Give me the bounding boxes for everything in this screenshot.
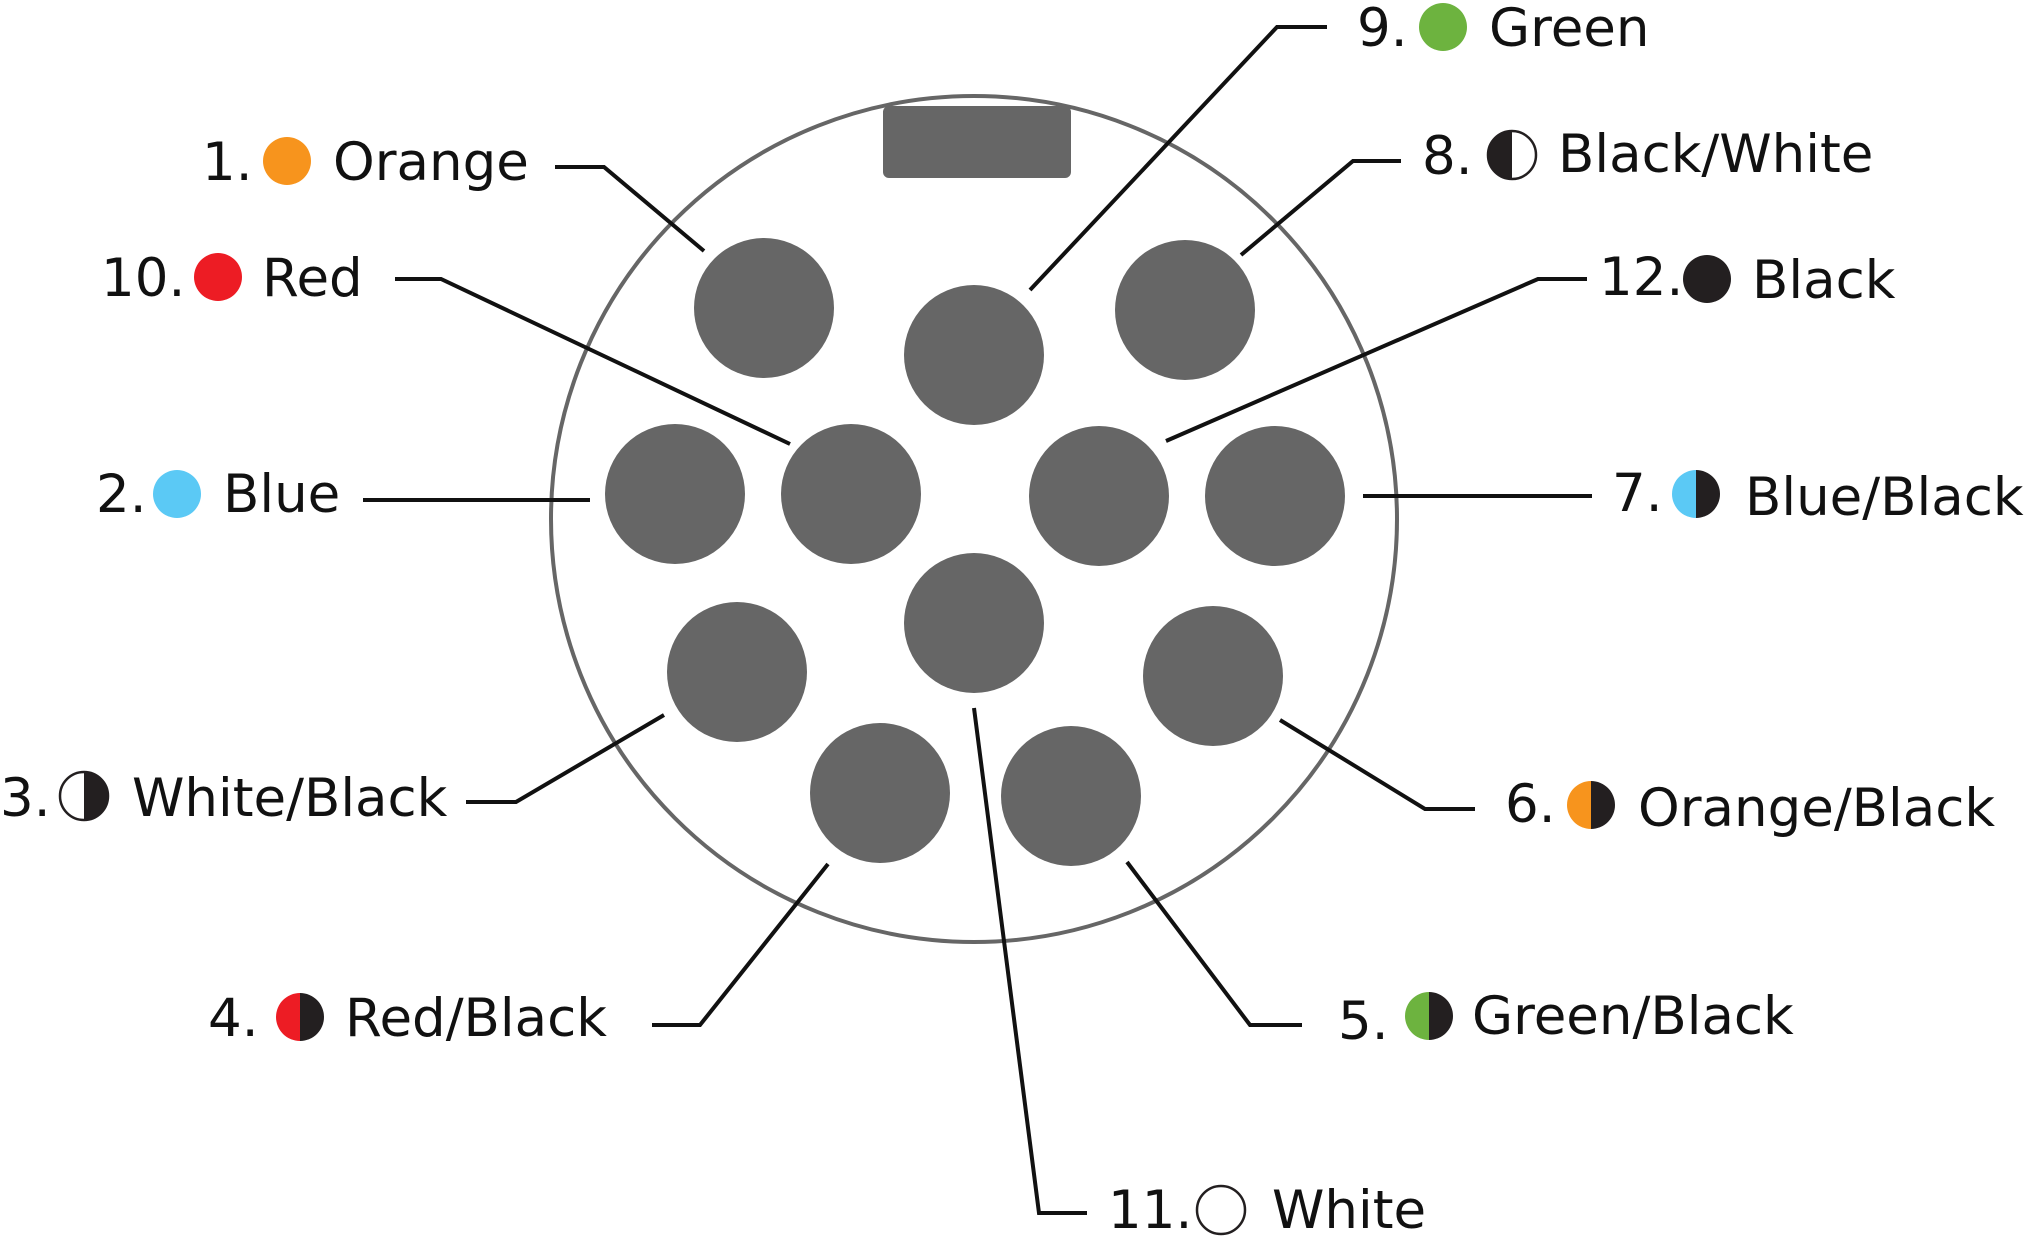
swatch-right-half — [84, 772, 108, 820]
pin-color-label-6: Orange/Black — [1638, 778, 1995, 839]
swatch-left-half — [1567, 781, 1591, 829]
swatch-right-half — [1512, 131, 1536, 179]
color-swatch-8 — [1486, 129, 1538, 181]
color-swatch-4 — [276, 993, 324, 1041]
color-swatch-11 — [1195, 1184, 1247, 1236]
pin-color-label-12: Black — [1752, 250, 1896, 311]
pin-sockets — [605, 238, 1345, 866]
swatch-fill — [194, 253, 242, 301]
pin-number-3: 3. — [0, 768, 51, 829]
swatch-fill — [263, 137, 311, 185]
color-swatch-3 — [58, 770, 110, 822]
pin-color-label-9: Green — [1489, 0, 1650, 59]
color-swatch-9 — [1419, 3, 1467, 51]
swatch-right-half — [300, 993, 324, 1041]
swatch-left-half — [1488, 131, 1512, 179]
leader-line-11 — [972, 707, 1087, 1215]
color-swatch-10 — [194, 253, 242, 301]
connector-key-tab — [883, 106, 1071, 178]
pin-socket-3 — [667, 602, 807, 742]
leader-line-3 — [466, 713, 666, 804]
swatch-fill — [1195, 1184, 1247, 1236]
pin-color-label-5: Green/Black — [1472, 986, 1794, 1047]
pin-color-label-2: Blue — [223, 464, 340, 525]
leader-line-1 — [555, 165, 706, 253]
pin-number-2: 2. — [96, 464, 147, 525]
pin-number-6: 6. — [1505, 774, 1556, 835]
leader-lines — [363, 25, 1592, 1215]
swatch-fill — [153, 470, 201, 518]
swatch-outline — [58, 770, 110, 822]
pin-color-label-7: Blue/Black — [1745, 467, 2024, 528]
leader-line-5 — [1125, 860, 1302, 1027]
pin-number-12: 12. — [1599, 247, 1683, 308]
pin-number-5: 5. — [1338, 991, 1389, 1052]
swatch-right-half — [1429, 992, 1453, 1040]
color-swatch-2 — [153, 470, 201, 518]
pin-socket-7 — [1205, 426, 1345, 566]
color-swatch-6 — [1567, 781, 1615, 829]
swatch-left-half — [1405, 992, 1429, 1040]
pin-number-10: 10. — [101, 248, 185, 309]
color-swatch-1 — [263, 137, 311, 185]
swatch-fill — [1683, 255, 1731, 303]
leader-line-10 — [395, 277, 791, 446]
color-swatch-5 — [1405, 992, 1453, 1040]
pin-color-label-10: Red — [262, 248, 363, 309]
pin-color-label-11: White — [1272, 1180, 1426, 1236]
leader-line-9 — [1028, 25, 1327, 292]
leader-line-6 — [1278, 718, 1475, 811]
pin-number-8: 8. — [1422, 126, 1473, 187]
pin-socket-12 — [1029, 426, 1169, 566]
color-swatch-7 — [1672, 470, 1720, 518]
swatch-outline — [1486, 129, 1538, 181]
pin-number-7: 7. — [1612, 463, 1663, 524]
pin-socket-8 — [1115, 240, 1255, 380]
pin-number-9: 9. — [1357, 0, 1408, 59]
pin-socket-11 — [904, 553, 1044, 693]
pin-socket-5 — [1001, 726, 1141, 866]
pin-number-11: 11. — [1108, 1180, 1192, 1236]
pin-color-label-3: White/Black — [132, 768, 448, 829]
pin-color-label-8: Black/White — [1558, 124, 1873, 185]
pin-socket-6 — [1143, 606, 1283, 746]
pin-color-label-4: Red/Black — [345, 988, 607, 1049]
pin-socket-10 — [781, 424, 921, 564]
swatch-left-half — [60, 772, 84, 820]
pin-socket-9 — [904, 285, 1044, 425]
pin-number-1: 1. — [202, 132, 253, 193]
pin-number-4: 4. — [208, 988, 259, 1049]
swatch-fill — [1419, 3, 1467, 51]
swatch-right-half — [1591, 781, 1615, 829]
swatch-left-half — [1672, 470, 1696, 518]
swatch-left-half — [276, 993, 300, 1041]
pin-socket-1 — [694, 238, 834, 378]
leader-line-12 — [1165, 277, 1587, 443]
leader-line-4 — [652, 862, 830, 1027]
leader-line-8 — [1239, 159, 1401, 257]
swatch-right-half — [1696, 470, 1720, 518]
pin-socket-4 — [810, 723, 950, 863]
pin-color-label-1: Orange — [333, 132, 529, 193]
connector-housing — [549, 94, 1399, 944]
pin-socket-2 — [605, 424, 745, 564]
color-swatch-12 — [1683, 255, 1731, 303]
